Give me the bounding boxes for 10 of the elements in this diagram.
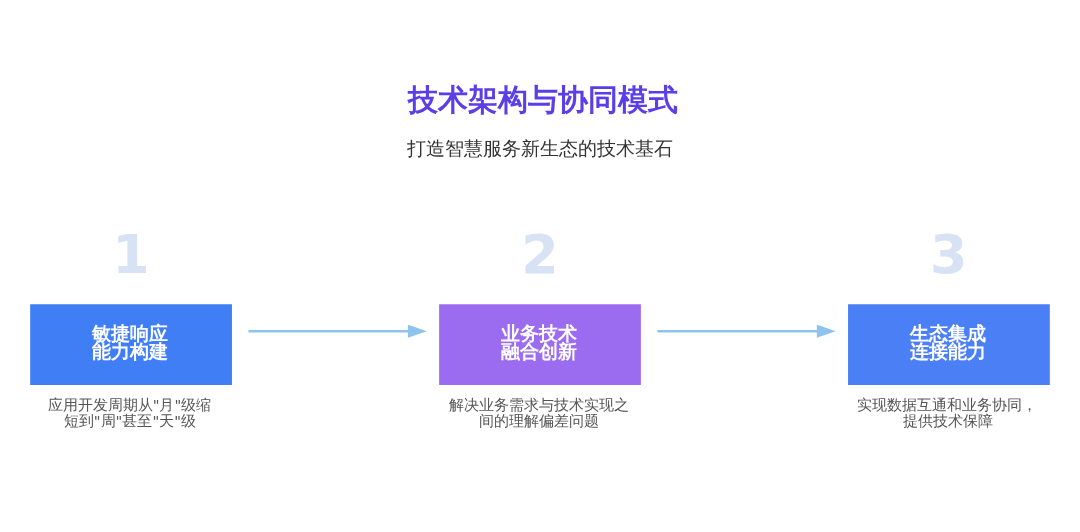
node-label: 解决业务需求与技术实现之间的理解偏差问题 bbox=[448, 396, 629, 430]
node-label: 应用开发周期从"月"级缩短到"周"甚至"天"级 bbox=[47, 396, 212, 430]
node-box: 敏捷响应能力构建 bbox=[30, 304, 232, 386]
node-box: 业务技术融合创新 bbox=[439, 304, 641, 386]
node-box: 生态集成连接能力 bbox=[848, 304, 1050, 386]
node-label: 实现数据互通和业务协同，提供技术保障 bbox=[857, 396, 1038, 430]
diagram-title: 技术架构与协同模式 bbox=[408, 83, 679, 118]
arrow bbox=[248, 324, 427, 338]
arrow bbox=[657, 324, 836, 338]
label: 打造智慧服务新生态的技术基石 bbox=[407, 137, 673, 159]
